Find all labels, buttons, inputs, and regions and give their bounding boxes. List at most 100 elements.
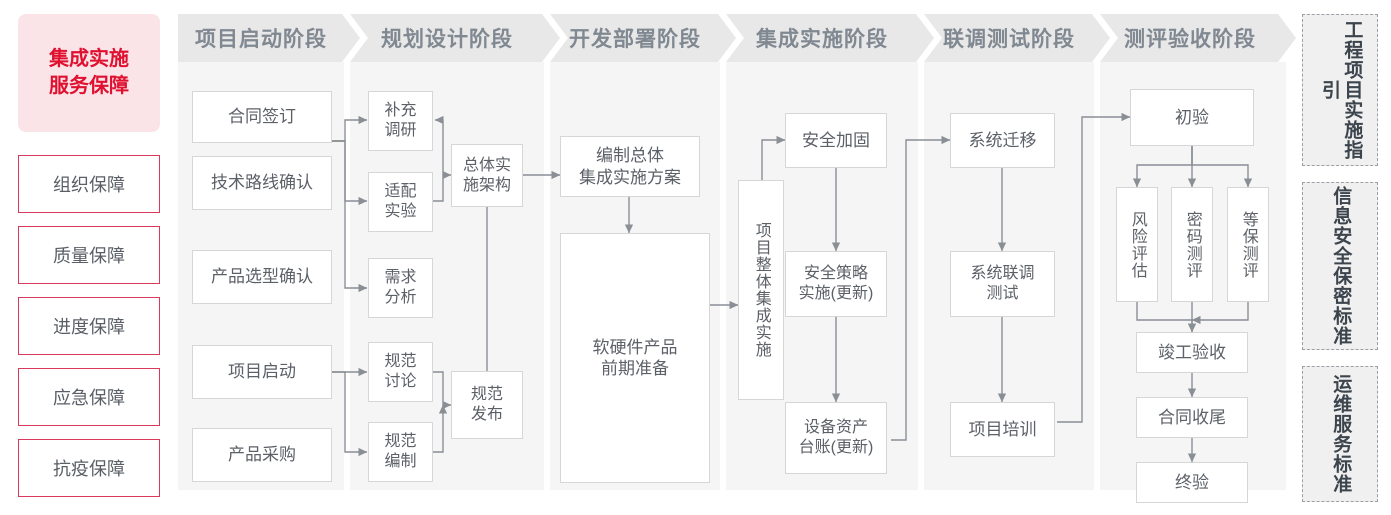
node-system-joint[interactable]: 系统联调测试 [950,251,1055,317]
guarantee-title-card: 集成实施 服务保障 [18,14,160,132]
node-label: 安全加固 [802,130,870,150]
node-contract-sign[interactable]: 合同签订 [192,91,332,143]
guarantee-title-text: 集成实施 服务保障 [49,46,129,100]
stage-header-integration[interactable]: 集成实施阶段 [726,14,934,62]
node-label: 编制总体集成实施方案 [579,145,681,188]
node-label: 项目培训 [968,419,1037,439]
standard-engineering-guide[interactable]: 工程项目实施指引 [1302,14,1378,166]
node-demand-analysis[interactable]: 需求分析 [368,258,433,318]
node-crypto-eval[interactable]: 密码测评 [1171,187,1213,302]
guarantee-item-epidemic[interactable]: 抗疫保障 [18,439,160,497]
standard-label: 信息安全保密标准 [1330,186,1352,346]
stage-header-acceptance[interactable]: 测评验收阶段 [1100,14,1296,62]
node-spec-write[interactable]: 规范编制 [368,422,433,482]
node-label-text: 补充调研 [384,102,417,139]
node-security-harden[interactable]: 安全加固 [785,113,887,168]
node-system-migrate[interactable]: 系统迁移 [950,113,1055,168]
node-tech-route[interactable]: 技术路线确认 [192,156,332,210]
node-label: 软硬件产品前期准备 [593,337,678,380]
node-label: 安全策略实施(更新) [799,264,874,304]
stage-header-development[interactable]: 开发部署阶段 [550,14,736,62]
node-label: 项目启动 [228,362,296,382]
node-label-text: 规范讨论 [384,353,417,390]
standard-ops-standard[interactable]: 运维服务标准 [1302,366,1378,502]
node-label: 需求分析 [384,268,416,308]
node-label: 规范发布 [471,385,503,425]
guarantee-item-label: 抗疫保障 [53,459,125,479]
node-product-buy[interactable]: 产品采购 [192,428,332,482]
node-final-accept-work[interactable]: 竣工验收 [1136,332,1248,373]
node-label-text: 适配实验 [384,183,417,220]
node-label: 合同收尾 [1158,407,1226,427]
guarantee-item-schedule[interactable]: 进度保障 [18,297,160,355]
node-label-text: 系统联调测试 [970,265,1035,302]
node-label-text: 规范发布 [470,386,503,423]
stage-header-planning[interactable]: 规划设计阶段 [350,14,560,62]
node-label: 规范编制 [384,432,416,472]
guarantee-item-quality[interactable]: 质量保障 [18,226,160,284]
node-overall-arch[interactable]: 总体实施架构 [451,144,523,207]
node-label: 设备资产台账(更新) [799,418,874,458]
stage-header-label: 联调测试阶段 [943,28,1075,51]
node-spec-discuss[interactable]: 规范讨论 [368,342,433,402]
stage-header-startup[interactable]: 项目启动阶段 [178,14,360,62]
standard-security-standard[interactable]: 信息安全保密标准 [1302,182,1378,350]
node-label: 竣工验收 [1158,342,1226,362]
node-project-kickoff[interactable]: 项目启动 [192,345,332,399]
node-project-train[interactable]: 项目培训 [950,402,1055,457]
stage-header-label: 开发部署阶段 [569,28,701,51]
node-label-text: 规范编制 [384,433,417,470]
node-label: 技术路线确认 [211,173,313,193]
standard-label: 工程项目实施指引 [1319,20,1363,160]
node-label: 适配实验 [384,182,416,222]
guarantee-title-line-1: 集成实施 [49,48,129,70]
node-overall-integration[interactable]: 项目整体集成实施 [738,180,784,400]
guarantee-item-label: 应急保障 [53,388,125,408]
node-label-text: 安全策略实施(更新) [798,265,874,302]
node-product-select[interactable]: 产品选型确认 [192,250,332,304]
node-adapt-test[interactable]: 适配实验 [368,172,433,232]
node-label: 规范讨论 [384,352,416,392]
guarantee-title-line-2: 服务保障 [49,75,129,97]
stage-header-label: 测评验收阶段 [1124,28,1256,51]
node-grade-eval[interactable]: 等保测评 [1227,187,1269,302]
node-hw-sw-prepare[interactable]: 软硬件产品前期准备 [560,233,710,483]
guarantee-item-label: 进度保障 [53,317,125,337]
stage-header-label: 项目启动阶段 [195,28,327,51]
guarantee-item-organization[interactable]: 组织保障 [18,155,160,213]
node-label: 产品选型确认 [211,267,313,287]
node-security-policy[interactable]: 安全策略实施(更新) [785,251,887,317]
node-label: 总体实施架构 [463,156,511,196]
node-initial-accept[interactable]: 初验 [1130,89,1254,146]
node-label-text: 软硬件产品前期准备 [592,337,678,378]
node-label: 密码测评 [1183,210,1201,279]
node-final-accept[interactable]: 终验 [1136,462,1248,503]
stage-header-label: 规划设计阶段 [381,28,513,51]
node-contract-close[interactable]: 合同收尾 [1136,397,1248,438]
node-label: 终验 [1175,472,1209,492]
node-extra-research[interactable]: 补充调研 [368,91,433,151]
node-label: 等保测评 [1239,210,1257,279]
node-label-text: 总体实施架构 [462,156,511,194]
stage-header-testing[interactable]: 联调测试阶段 [924,14,1110,62]
node-label: 系统联调测试 [970,264,1034,304]
node-label: 项目整体集成实施 [752,222,770,358]
guarantee-item-label: 质量保障 [53,246,125,266]
node-asset-ledger[interactable]: 设备资产台账(更新) [785,402,887,474]
node-label: 合同签订 [228,107,296,127]
guarantee-item-label: 组织保障 [53,175,125,195]
node-label: 初验 [1175,107,1209,127]
node-label: 系统迁移 [968,130,1037,150]
node-overall-plan[interactable]: 编制总体集成实施方案 [560,136,700,197]
node-label: 产品采购 [228,445,296,465]
stage-header-label: 集成实施阶段 [756,28,888,51]
node-label-text: 设备资产台账(更新) [798,419,874,456]
node-spec-release[interactable]: 规范发布 [451,371,523,439]
node-risk-assess[interactable]: 风险评估 [1116,187,1158,302]
standard-label: 运维服务标准 [1330,374,1352,494]
node-label-text: 编制总体集成实施方案 [579,146,681,187]
node-label: 补充调研 [384,101,416,141]
node-label: 风险评估 [1128,210,1146,279]
node-label-text: 需求分析 [384,269,417,306]
guarantee-item-emergency[interactable]: 应急保障 [18,368,160,426]
